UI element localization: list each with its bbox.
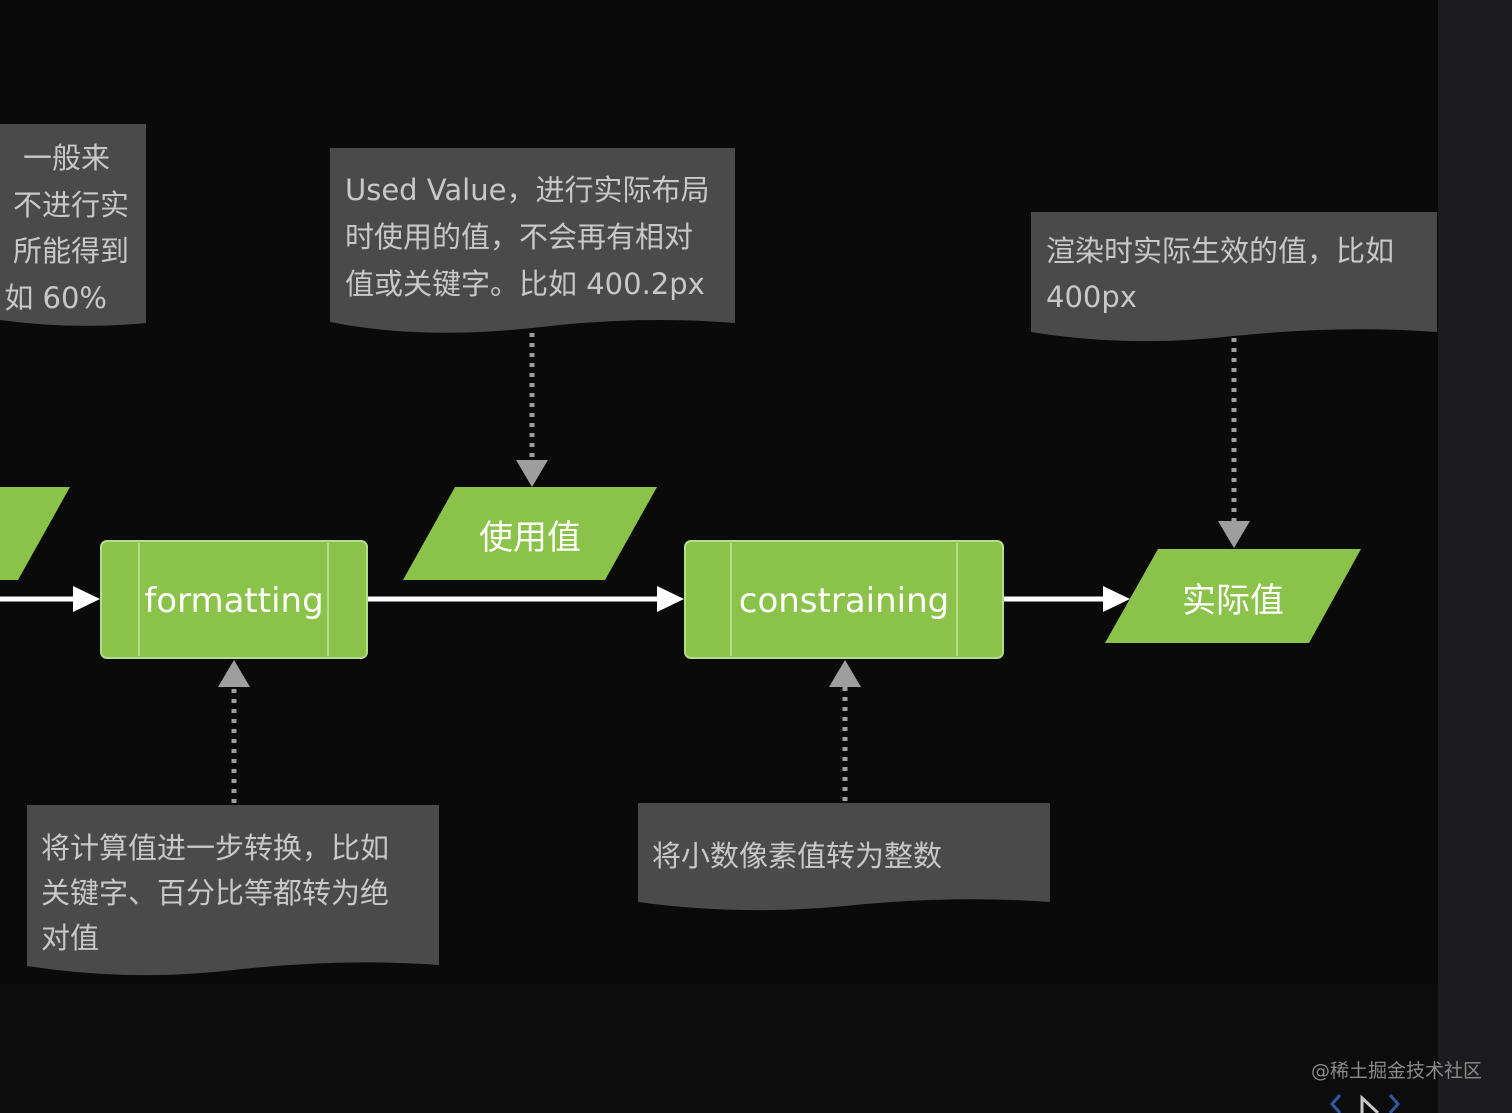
note-formatting-line-1: 将计算值进一步转换，比如 bbox=[41, 831, 389, 865]
note-formatting: 将计算值进一步转换，比如 关键字、百分比等都转为绝 对值 bbox=[27, 805, 439, 976]
process-node-constraining: constraining bbox=[684, 540, 1004, 659]
play-icon[interactable] bbox=[1360, 1094, 1380, 1113]
note-actual-value: 渲染时实际生效的值，比如 400px bbox=[1031, 212, 1437, 342]
note-computed-value: 一般来 不进行实 所能得到 如 60% bbox=[0, 124, 146, 326]
note-computed-line-3: 所能得到 bbox=[13, 234, 129, 268]
dashed-connector-constraining bbox=[829, 660, 861, 801]
dashed-connector-formatting bbox=[218, 660, 250, 803]
bottom-edge-strip bbox=[0, 985, 1438, 1113]
note-formatting-line-2: 关键字、百分比等都转为绝 bbox=[41, 876, 389, 910]
note-used-value: Used Value，进行实际布局 时使用的值，不会再有相对 值或关键字。比如 … bbox=[330, 148, 735, 333]
watermark: @稀土掘金技术社区 bbox=[1310, 1060, 1482, 1082]
data-node-used-value-label: 使用值 bbox=[479, 518, 581, 558]
note-used-line-1: Used Value，进行实际布局 bbox=[345, 173, 709, 207]
data-node-used-value: 使用值 bbox=[403, 487, 657, 580]
dashed-connector-used bbox=[516, 333, 548, 487]
note-used-line-2: 时使用的值，不会再有相对 bbox=[345, 220, 693, 254]
note-formatting-line-3: 对值 bbox=[41, 921, 99, 955]
right-edge-strip bbox=[1438, 0, 1512, 1113]
note-constraining: 将小数像素值转为整数 bbox=[638, 803, 1050, 911]
flow-arrow-formatting-to-constraining bbox=[367, 586, 684, 612]
note-used-line-3: 值或关键字。比如 400.2px bbox=[345, 267, 705, 301]
note-computed-line-4: 如 60% bbox=[4, 281, 107, 315]
dashed-connector-actual bbox=[1218, 338, 1250, 548]
note-computed-line-1: 一般来 bbox=[23, 141, 110, 175]
note-computed-line-2: 不进行实 bbox=[13, 188, 129, 222]
process-node-constraining-label: constraining bbox=[739, 581, 949, 621]
data-node-actual-value-label: 实际值 bbox=[1182, 581, 1284, 621]
player-controls[interactable] bbox=[1320, 1092, 1410, 1113]
flow-arrow-constraining-to-actual bbox=[1003, 586, 1130, 612]
process-node-formatting-label: formatting bbox=[144, 581, 323, 621]
process-node-formatting: formatting bbox=[100, 540, 368, 659]
prev-chevron-icon[interactable] bbox=[1329, 1094, 1342, 1113]
data-node-actual-value: 实际值 bbox=[1105, 549, 1361, 643]
next-chevron-icon[interactable] bbox=[1388, 1094, 1401, 1113]
flow-arrow-into-formatting bbox=[0, 586, 100, 612]
partial-parallelogram-left bbox=[0, 487, 70, 580]
note-actual-line-2: 400px bbox=[1046, 280, 1137, 314]
note-constraining-line-1: 将小数像素值转为整数 bbox=[652, 839, 942, 873]
note-actual-line-1: 渲染时实际生效的值，比如 bbox=[1046, 234, 1394, 268]
